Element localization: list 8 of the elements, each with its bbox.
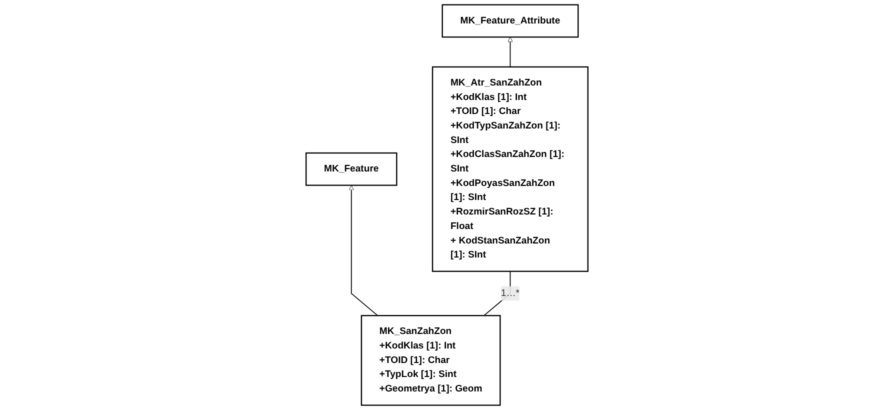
arrow xyxy=(508,36,513,68)
node-box: MK_Feature_Attribute xyxy=(442,4,579,38)
node-box: MK_Atr_SanZahZon +KodKlas [1]: Int +TOID [1]: Char +KodTypSanZahZon [1]: SInt +KodClasSanZahZon [1]: SInt +KodPoyasSanZahZon [1]: SInt +RozmirSanRozSZ [1]: Float + KodStanSanZahZon [1]: SInt xyxy=(432,66,589,272)
node-box: MK_SanZahZon +KodKlas [1]: Int +TOID [1]: Char +TypLok [1]: Sint +Geometrya [1]: Geom xyxy=(360,314,501,406)
edge-label: 1…* xyxy=(500,288,520,298)
arrow xyxy=(348,185,378,316)
node-box: MK_Feature xyxy=(305,152,398,186)
connector xyxy=(484,270,511,316)
